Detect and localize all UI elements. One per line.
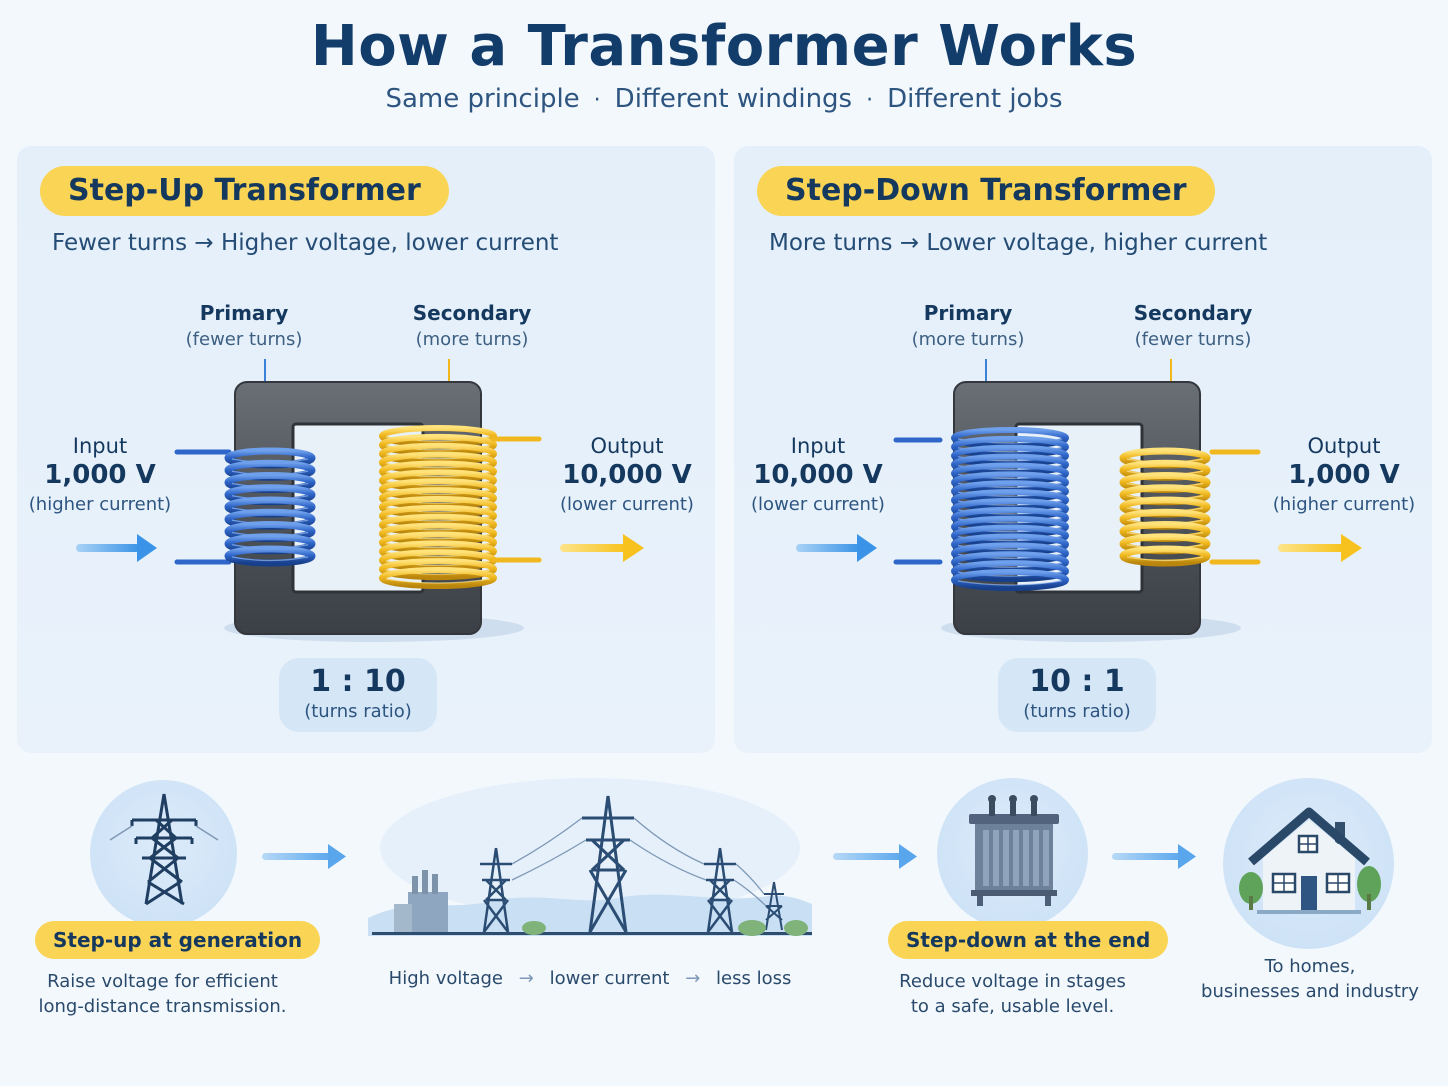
page-title: How a Transformer Works	[310, 14, 1138, 79]
tower-icon	[480, 847, 512, 933]
page-subtitle: Same principle · Different windings · Differ…	[0, 84, 1448, 114]
transmission-part: lower current	[549, 968, 670, 989]
step-up-ratio-badge: 1 : 10 (turns ratio)	[279, 658, 437, 732]
step-up-output: Output 10,000 V (lower current)	[537, 434, 717, 515]
transmission-caption: High voltage → lower current → less loss	[368, 966, 812, 991]
secondary-note-text: (fewer turns)	[1134, 329, 1252, 350]
input-label: Input	[790, 434, 846, 458]
step-down-tagline: More turns → Lower voltage, higher curre…	[769, 230, 1268, 256]
output-arrow-icon	[1278, 534, 1362, 562]
output-label: Output	[590, 434, 664, 458]
ratio-value: 1 : 10	[310, 664, 406, 699]
flow-arrow-icon	[1112, 844, 1196, 869]
house-icon	[1239, 807, 1381, 914]
secondary-coil	[1119, 447, 1211, 567]
end-pill: Step-down at the end	[888, 921, 1169, 959]
transmission-tower-icon	[109, 793, 219, 906]
step-down-ratio-badge: 10 : 1 (turns ratio)	[998, 658, 1156, 732]
power-plant-icon	[394, 870, 448, 932]
coil-turn-highlight	[1126, 556, 1204, 562]
end-caption-line: Reduce voltage in stages	[899, 971, 1126, 992]
step-up-panel: Step-Up Transformer Fewer turns → Higher…	[17, 146, 715, 753]
input-note: (lower current)	[751, 494, 885, 515]
coil-turn	[951, 560, 1069, 583]
end-caption-line: to a safe, usable level.	[910, 996, 1115, 1017]
primary-label-text: Primary	[199, 301, 289, 325]
step-down-panel: Step-Down Transformer More turns → Lower…	[734, 146, 1432, 753]
ratio-note: (turns ratio)	[304, 701, 412, 722]
step-up-primary-label: Primary (fewer turns)	[144, 301, 344, 350]
substation-transformer-icon	[969, 795, 1059, 906]
output-note: (higher current)	[1272, 494, 1416, 515]
output-note: (lower current)	[560, 494, 694, 515]
coil-turn-highlight	[231, 556, 309, 562]
step-up-input: Input 1,000 V (higher current)	[10, 434, 190, 515]
ratio-note: (turns ratio)	[1023, 701, 1131, 722]
primary-note-text: (fewer turns)	[185, 329, 303, 350]
step-down-output: Output 1,000 V (higher current)	[1254, 434, 1434, 515]
transmission-landscape	[368, 778, 812, 936]
generation-caption: Raise voltage for efficient long-distanc…	[20, 969, 305, 1019]
subtitle-part-principle: Same principle	[385, 84, 580, 114]
subtitle-part-jobs: Different jobs	[887, 84, 1063, 114]
secondary-note-text: (more turns)	[415, 329, 529, 350]
primary-coil	[224, 447, 316, 567]
step-up-title: Step-Up Transformer	[40, 166, 449, 216]
tower-icon	[764, 881, 784, 931]
step-down-input: Input 10,000 V (lower current)	[728, 434, 908, 515]
flow-arrow-icon	[833, 844, 917, 869]
tower-icon	[704, 847, 736, 933]
input-arrow-icon	[76, 534, 157, 562]
input-label: Input	[72, 434, 128, 458]
output-value: 10,000 V	[562, 460, 692, 490]
homes-caption: To homes, businesses and industry	[1190, 954, 1430, 1004]
step-down-transformer-diagram	[796, 359, 1362, 642]
secondary-label-text: Secondary	[1133, 301, 1253, 325]
secondary-label-text: Secondary	[412, 301, 532, 325]
coil-turn-highlight	[957, 580, 1063, 586]
step-up-tagline: Fewer turns → Higher voltage, lower curr…	[52, 230, 559, 256]
homes-circle	[1223, 778, 1394, 949]
step-up-transformer-diagram	[76, 359, 644, 642]
generation-caption-line: Raise voltage for efficient	[47, 971, 278, 992]
step-down-primary-label: Primary (more turns)	[868, 301, 1068, 350]
subtitle-part-windings: Different windings	[614, 84, 853, 114]
primary-coil	[951, 427, 1069, 591]
substation-circle	[937, 778, 1088, 929]
ratio-value: 10 : 1	[1029, 664, 1125, 699]
input-value: 10,000 V	[753, 460, 883, 490]
homes-caption-line: To homes,	[1264, 956, 1356, 977]
generation-circle	[90, 780, 237, 927]
secondary-coil	[379, 425, 497, 589]
step-down-title: Step-Down Transformer	[757, 166, 1215, 216]
coil-turn	[1119, 545, 1211, 567]
subtitle-separator: ·	[866, 88, 874, 113]
coil-turn	[951, 569, 1069, 591]
primary-note-text: (more turns)	[911, 329, 1025, 350]
coil-turn-highlight	[385, 578, 491, 584]
homes-caption-line: businesses and industry	[1201, 981, 1419, 1002]
generation-pill: Step-up at generation	[35, 921, 321, 959]
input-arrow-icon	[796, 534, 877, 562]
step-down-secondary-label: Secondary (fewer turns)	[1093, 301, 1293, 350]
coil-turn	[379, 567, 497, 589]
step-up-secondary-label: Secondary (more turns)	[372, 301, 572, 350]
output-arrow-icon	[560, 534, 644, 562]
output-value: 1,000 V	[1288, 460, 1400, 490]
arrow-right-icon: →	[518, 968, 534, 989]
transmission-part: less loss	[716, 968, 792, 989]
flow-arrow-icon	[262, 844, 346, 869]
output-label: Output	[1307, 434, 1381, 458]
transmission-part: High voltage	[388, 968, 504, 989]
primary-label-text: Primary	[923, 301, 1013, 325]
subtitle-separator: ·	[593, 88, 601, 113]
tower-icon	[582, 795, 634, 933]
coil-turn	[224, 545, 316, 567]
input-value: 1,000 V	[44, 460, 156, 490]
coil-turn	[379, 558, 497, 581]
arrow-right-icon: →	[685, 968, 701, 989]
input-note: (higher current)	[28, 494, 172, 515]
end-caption: Reduce voltage in stages to a safe, usab…	[880, 969, 1145, 1019]
generation-caption-line: long-distance transmission.	[38, 996, 287, 1017]
